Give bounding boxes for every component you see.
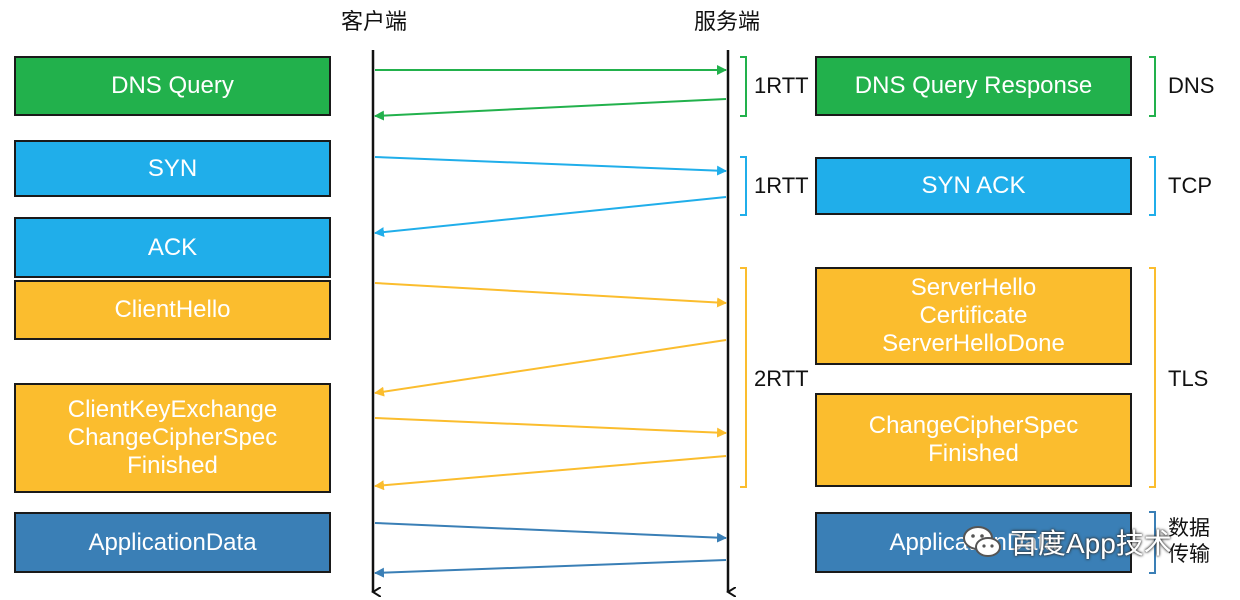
watermark-text: 百度App技术 <box>1010 528 1172 559</box>
server-box-dns-query-response: DNS Query Response <box>815 56 1132 116</box>
arrow-change-cipher-spec <box>374 455 727 491</box>
category-label-dns: DNS <box>1168 73 1215 98</box>
bracket-cat-data <box>1149 511 1156 574</box>
client-box-application-data: ApplicationData <box>14 512 331 573</box>
client-box-syn: SYN <box>14 140 331 197</box>
watermark: 百度App技术 <box>960 520 1172 564</box>
server-box-label: ChangeCipherSpec Finished <box>868 412 1079 467</box>
category-label-data: 数据 传输 <box>1168 517 1210 566</box>
client-box-label: ClientKeyExchange ChangeCipherSpec Finis… <box>67 396 278 479</box>
server-box-syn-ack: SYN ACK <box>815 157 1132 215</box>
bracket-rtt-dns <box>740 56 747 117</box>
rtt-label-dns: 1RTT <box>754 73 809 98</box>
category-label-tcp: TCP <box>1168 173 1212 198</box>
arrow-client-key-exchange <box>374 417 727 438</box>
bracket-rtt-tcp <box>740 156 747 216</box>
client-header: 客户端 <box>341 9 408 34</box>
server-box-label: ServerHello Certificate ServerHelloDone <box>882 274 1065 357</box>
server-header: 服务端 <box>694 9 761 34</box>
rtt-label-tls: 2RTT <box>754 366 809 391</box>
bracket-cat-tcp <box>1149 156 1156 216</box>
arrow-dns-response <box>374 98 727 121</box>
arrow-app-data-out <box>374 522 727 543</box>
arrow-server-hello <box>374 339 727 397</box>
client-box-label: ClientHello <box>114 296 231 323</box>
category-label-tls: TLS <box>1168 366 1209 391</box>
client-box-label: SYN <box>147 154 198 182</box>
arrow-client-hello <box>374 282 727 308</box>
server-box-serverhello: ServerHello Certificate ServerHelloDone <box>815 267 1132 365</box>
client-box-label: DNS Query <box>111 72 234 99</box>
arrow-syn-ack <box>374 196 727 238</box>
server-box-label: DNS Query Response <box>854 72 1093 99</box>
client-box-label: ApplicationData <box>88 528 257 556</box>
client-box-client-key-exchange: ClientKeyExchange ChangeCipherSpec Finis… <box>14 383 331 493</box>
bracket-cat-tls <box>1149 267 1156 488</box>
bracket-cat-dns <box>1149 56 1156 117</box>
rtt-label-tcp: 1RTT <box>754 173 809 198</box>
client-box-label: ACK <box>147 233 198 261</box>
client-box-dns-query: DNS Query <box>14 56 331 116</box>
server-box-change-cipher-spec: ChangeCipherSpec Finished <box>815 393 1132 487</box>
server-box-label: SYN ACK <box>921 172 1026 199</box>
wechat-icon <box>963 526 1001 557</box>
arrow-syn <box>374 156 727 176</box>
client-box-ack: ACK <box>14 217 331 278</box>
arrow-app-data-in <box>374 559 727 578</box>
client-box-clienthello: ClientHello <box>14 280 331 340</box>
bracket-rtt-tls <box>740 267 747 488</box>
